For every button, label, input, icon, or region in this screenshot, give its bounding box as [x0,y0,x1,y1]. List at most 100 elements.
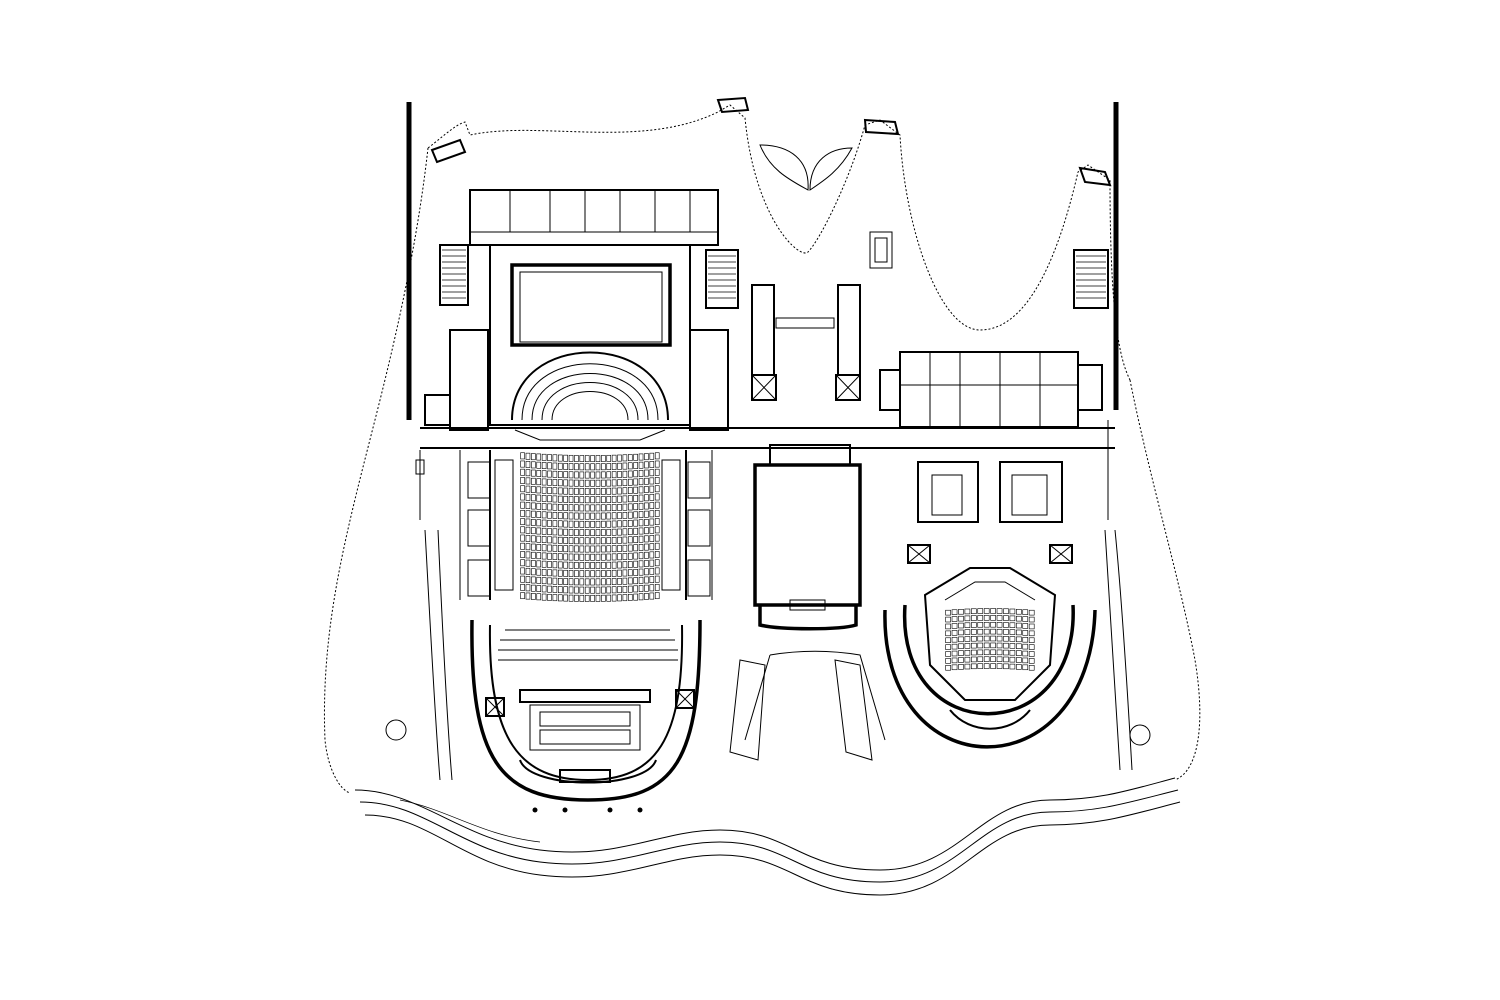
main-seat [541,503,547,511]
main-seat [633,470,638,478]
studio-seat [983,642,990,649]
main-seat [633,585,638,593]
main-seat [536,453,542,461]
main-seat [531,576,536,584]
main-seat [579,471,585,479]
studio-seat [983,649,990,656]
main-seat [633,552,638,560]
studio-seat [945,651,951,657]
main-seat [601,561,606,569]
main-seat [595,479,601,487]
main-seat [606,594,612,602]
main-seat [547,487,552,494]
main-seat [531,527,536,535]
main-seat [622,528,628,536]
studio-seat [951,630,958,636]
main-seat [601,537,606,545]
main-seat [611,512,617,520]
main-seat [601,594,606,602]
studio-seat [958,664,964,670]
main-seat [579,488,585,495]
main-seat [654,559,660,567]
main-seat [536,519,542,527]
main-seat [617,454,622,462]
main-seat [638,576,644,584]
studio-seat [1022,650,1029,657]
main-seat [568,504,574,512]
main-seat [606,578,612,586]
main-seat [536,544,542,551]
main-seat [579,529,585,536]
main-seat [617,462,622,470]
main-seat [644,453,649,461]
main-seat [547,454,552,462]
main-seat [654,567,660,575]
main-seat [552,544,558,552]
main-seat [563,561,568,569]
main-seat [531,519,536,526]
main-seat [584,479,590,487]
main-seat [606,537,612,545]
main-seat [601,479,606,487]
main-seat [601,545,606,553]
main-seat [590,479,595,487]
main-seat [541,552,547,560]
main-seat [654,501,660,509]
main-seat [617,479,622,487]
main-seat [536,478,542,486]
studio-seat [1003,642,1009,649]
main-theatre-block [385,189,739,813]
main-seat [584,553,590,561]
main-seat [536,593,542,601]
studio-seat [990,621,996,628]
main-seat [606,561,612,569]
studio-seat [958,643,964,649]
main-seat [525,510,531,518]
main-seat [611,578,617,585]
main-seat [584,586,590,594]
main-seat [531,486,536,493]
studio-seat [971,608,977,614]
main-seat [574,455,579,462]
main-seat [574,594,579,602]
main-seat [638,568,644,576]
main-seat [649,469,655,477]
main-seat [552,569,558,577]
studio-seat [996,656,1003,662]
main-seat [617,536,622,544]
main-seat [590,512,595,520]
main-seat [541,527,547,535]
main-seat [644,593,649,600]
main-seat [531,461,536,469]
main-seat [520,534,525,542]
main-seat [633,511,638,519]
main-seat [557,553,563,561]
main-seat [568,561,574,569]
main-seat [579,562,585,569]
main-seat [654,542,660,550]
main-seat [611,520,617,528]
studio-seat [971,615,977,621]
studio-seat [1016,609,1022,615]
studio-seat [958,636,964,643]
main-seat [557,545,563,552]
studio-seat [990,649,996,656]
main-seat [617,495,622,503]
studio-seat [1009,608,1016,615]
main-seat [627,503,633,511]
main-seat [627,454,633,462]
main-seat [601,471,606,479]
main-seat [547,561,552,568]
main-seat [579,594,585,602]
main-seat [595,537,601,545]
main-seat [536,576,542,584]
studio-seat [977,608,984,614]
main-seat [536,552,542,560]
main-seat [601,586,606,594]
main-seat [606,463,612,471]
main-seat [654,518,660,526]
main-seat [568,454,574,462]
studio-seat [1016,615,1022,622]
main-seat [595,594,601,602]
studio-seat [951,616,958,622]
